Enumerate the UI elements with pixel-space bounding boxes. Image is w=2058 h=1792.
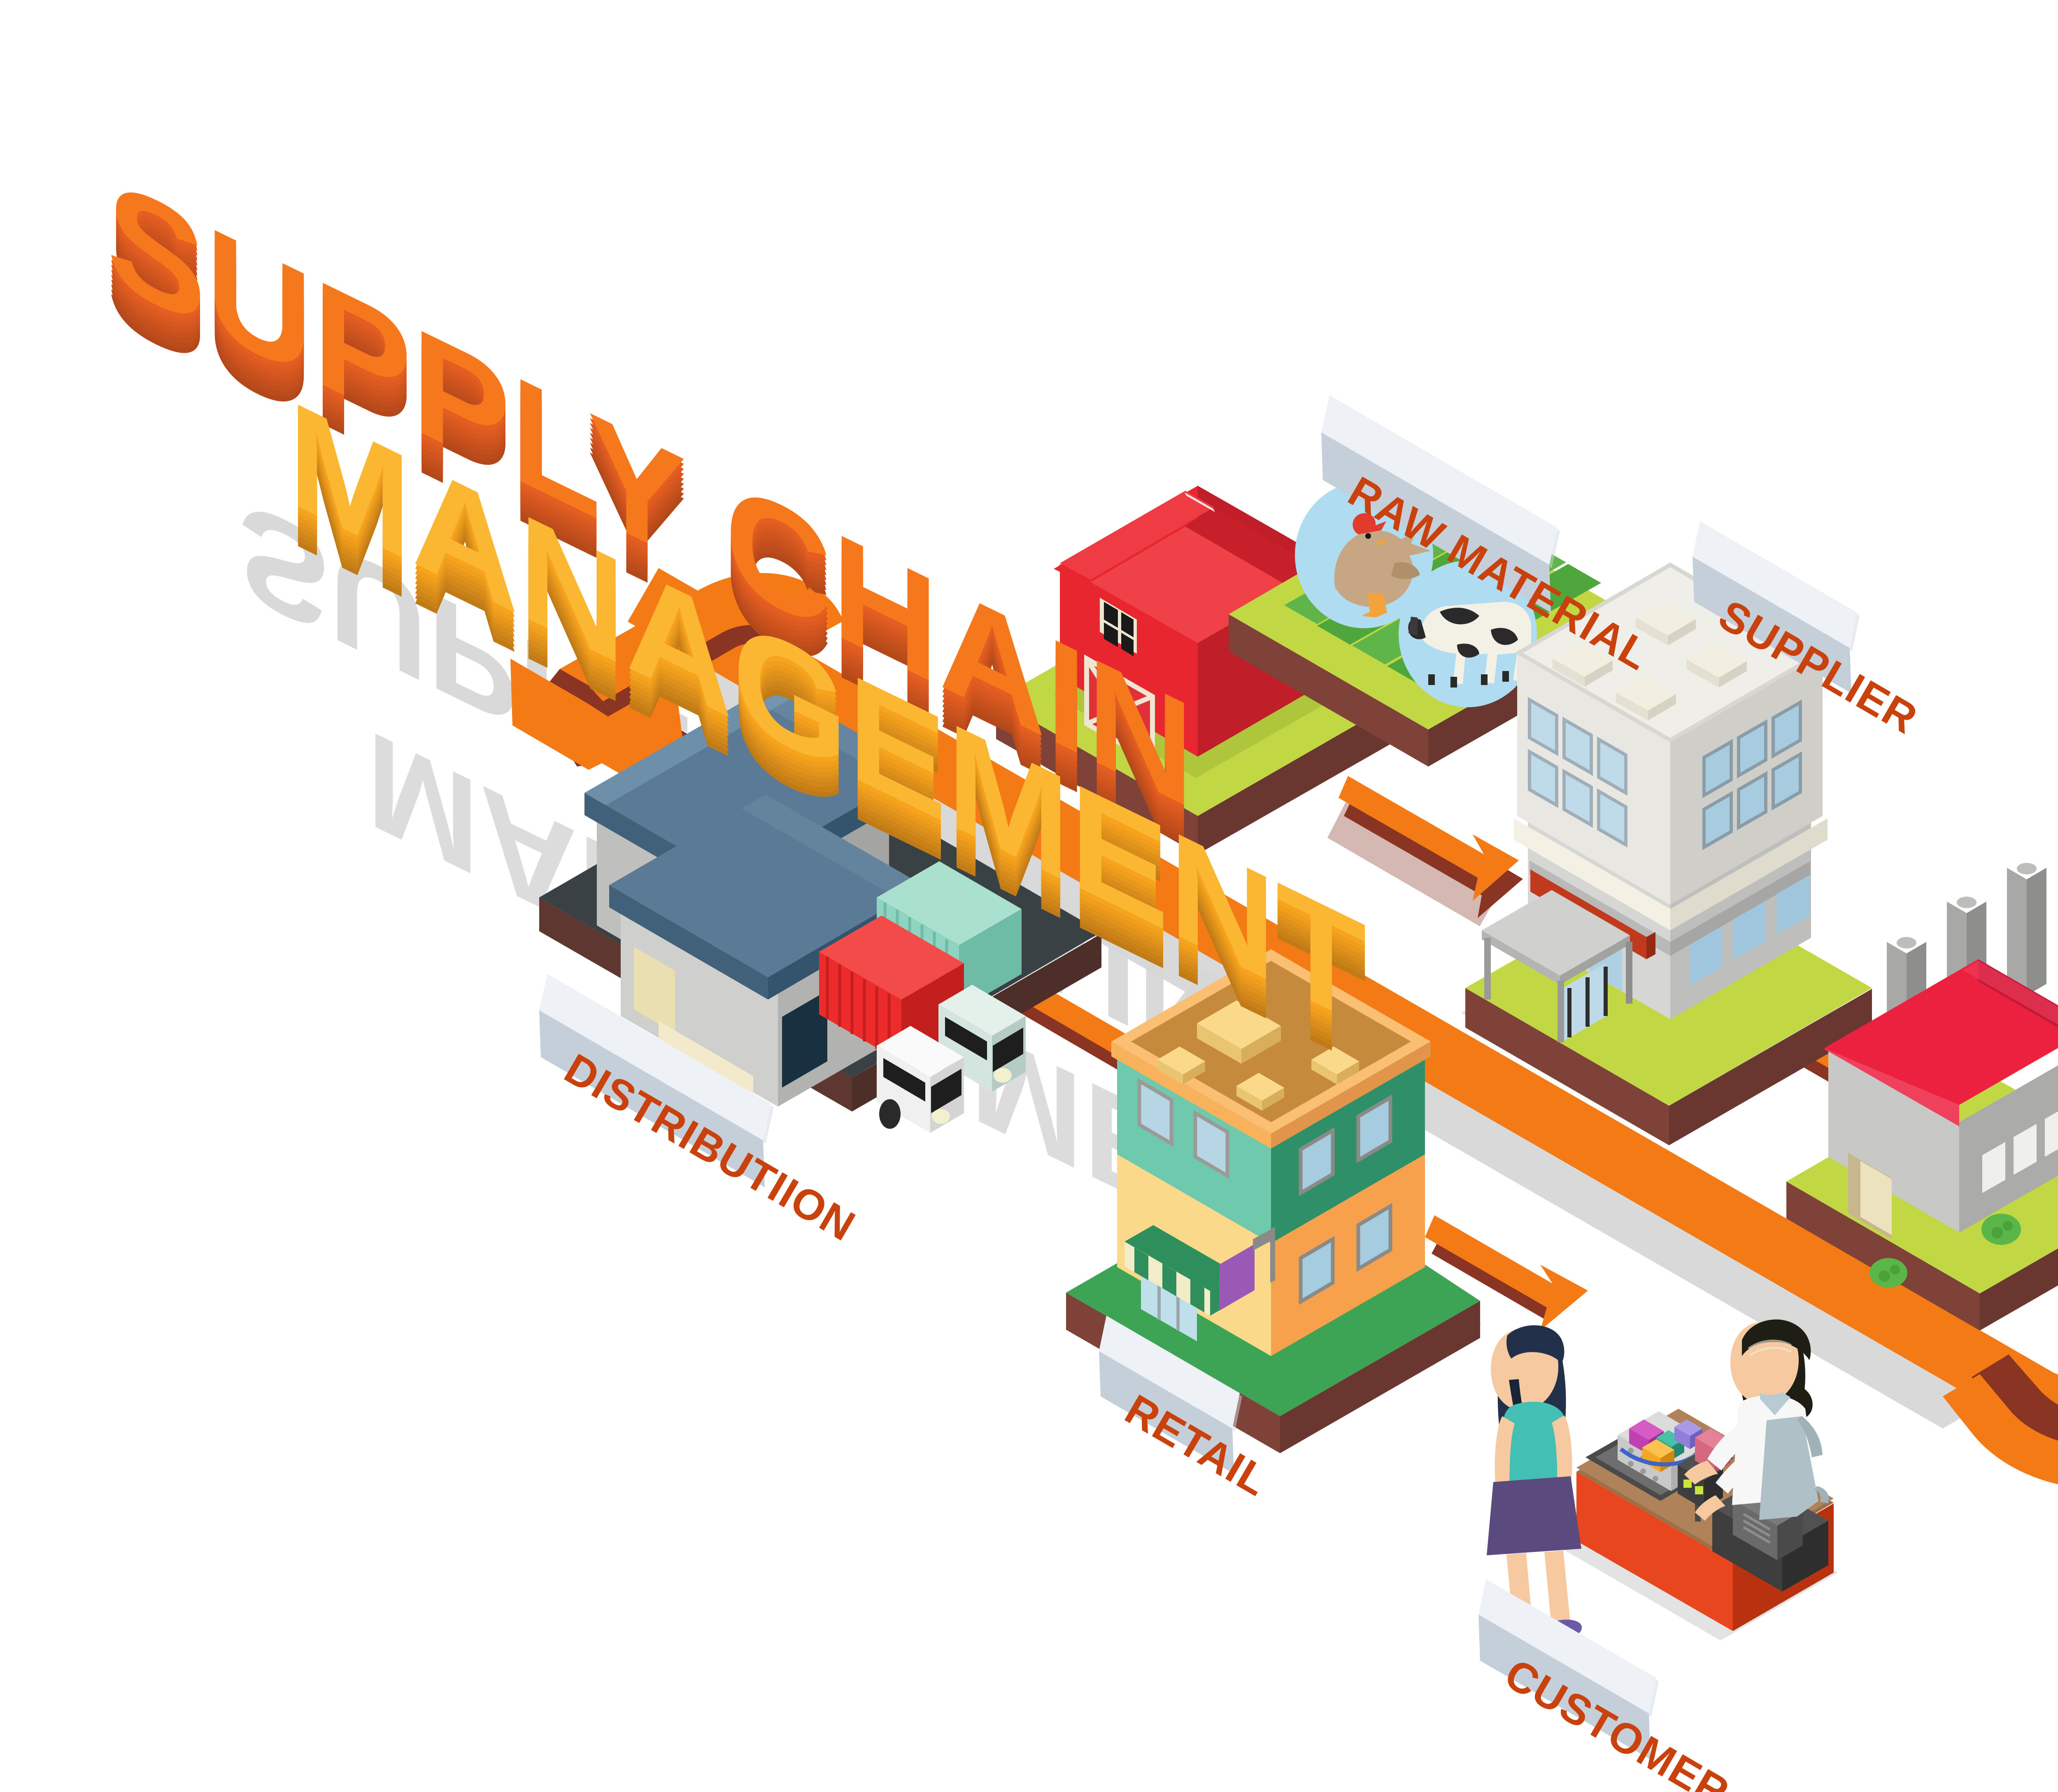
shopping-basket <box>1618 1411 1712 1491</box>
scene-raw-material[interactable] <box>996 482 1630 854</box>
sign-retail[interactable]: RETAIL <box>1099 1316 1276 1505</box>
truck-teal <box>938 985 1026 1092</box>
shipping-containers <box>819 861 1022 1062</box>
entrance-canopy <box>1482 890 1632 1042</box>
cashier-figure <box>1684 1319 1829 1521</box>
cow-icon <box>1399 561 1537 707</box>
ribbon-right-loop <box>1943 1354 2058 1484</box>
title-line2: MANAGEMENT MANAGEMENT MANAGEMENT MANAGEM… <box>288 368 1367 1099</box>
bushes <box>1869 1214 2021 1288</box>
arrow-retail-to-customer <box>1425 1215 1588 1331</box>
truck-white <box>877 1026 964 1133</box>
title-line2-text: MANAGEMENT <box>288 368 1367 1059</box>
scene-factory[interactable] <box>1786 863 2058 1331</box>
roof-units <box>1553 601 1747 720</box>
scene-supplier[interactable] <box>1461 562 1872 1145</box>
arrow-raw-to-supplier <box>1327 776 1523 926</box>
retail-roof-units <box>1157 1000 1359 1111</box>
